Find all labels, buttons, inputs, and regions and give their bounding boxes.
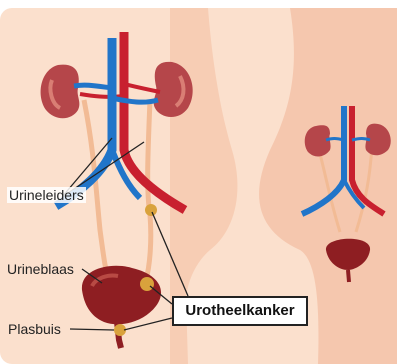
bladder-label: Urineblaas [5,261,76,277]
small-urethra [348,270,349,282]
urethra-label: Plasbuis [6,321,63,337]
bladder-tumor [140,277,154,291]
left-renal-vein [74,85,112,88]
ureters-label: Urineleiders [7,187,86,203]
ureter-tumor [145,204,157,216]
urothelial-cancer-callout: Urotheelkanker [172,296,308,326]
